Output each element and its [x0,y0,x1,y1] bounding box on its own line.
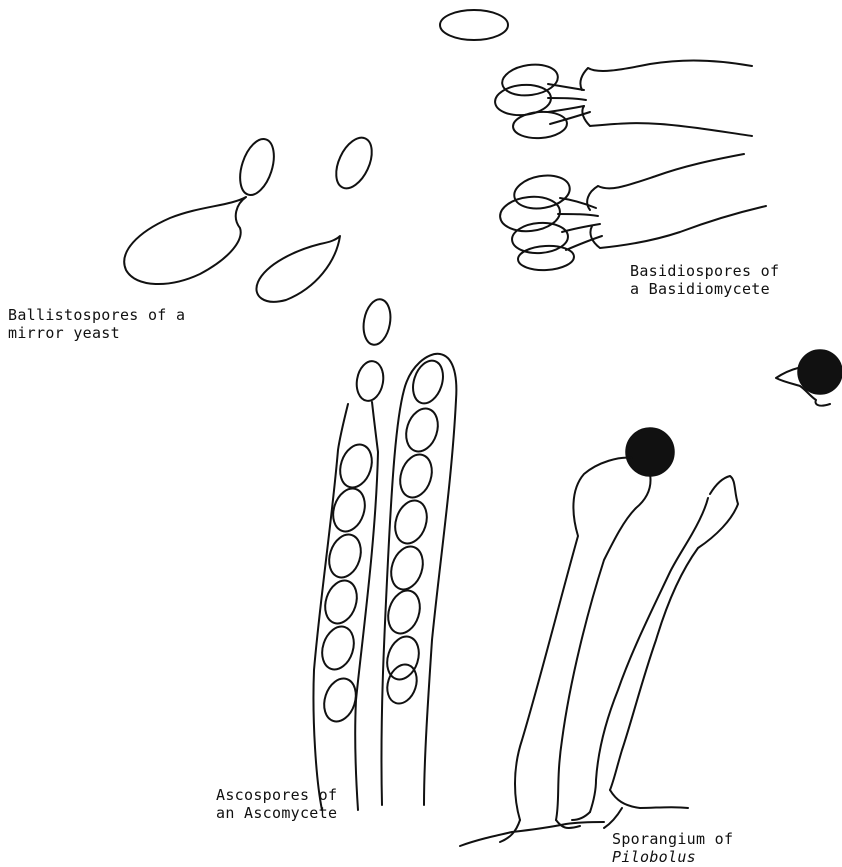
ascospore-right-7 [382,632,424,683]
basidiospore-lower-2 [498,194,561,234]
basidiospore-upper-1 [500,61,560,99]
label-ascospores-line2: an Ascomycete [216,804,337,822]
basidiospore-released [440,10,508,40]
ascus-right-spores [382,357,448,708]
basidium-lower-body [587,154,766,248]
basidium-upper-body [580,61,752,137]
ballistospore-discharged-cell [256,236,340,302]
label-ballistospores: Ballistospores of a mirror yeast [8,306,185,342]
sporangiophore-right [590,476,738,812]
basidiospore-lower-3 [511,221,569,255]
basidium-lower [498,154,766,271]
ballistospore-group [124,132,379,302]
basidiospore-group [440,10,766,271]
ascospore-right-5 [386,542,428,593]
sterigmata-lower [558,198,602,250]
discharged-sporangium [776,350,842,406]
ascospore-free-1 [360,297,394,347]
label-ballistospores-line2: mirror yeast [8,324,185,342]
ascospore-left-3 [324,530,366,581]
label-basidiospores: Basidiospores of a Basidiomycete [630,262,779,298]
ascospore-free-2 [354,359,387,403]
label-sporangium-line1: Sporangium of [612,830,733,848]
sporangium-cap [626,428,674,476]
ascospore-right-6 [383,586,425,637]
ascospore-right-4 [390,496,432,547]
label-basidiospores-line2: a Basidiomycete [630,280,779,298]
label-ballistospores-line1: Ballistospores of a [8,306,185,324]
basidium-upper [494,61,752,140]
basidiospore-lower-1 [512,171,573,212]
discharged-sporangium-cap [798,350,842,394]
pilobolus-group [460,350,842,846]
label-ascospores: Ascospores of an Ascomycete [216,786,337,822]
ballistospore-free [329,132,379,194]
label-sporangium: Sporangium of Pilobolus [612,830,733,866]
sporangiophore-left-body [515,458,650,820]
label-sporangium-line2: Pilobolus [612,848,733,866]
ascus-left-wall [313,402,378,810]
ascospore-left-5 [317,622,359,673]
label-ascospores-line1: Ascospores of [216,786,337,804]
label-basidiospores-line1: Basidiospores of [630,262,779,280]
ascospore-right-1 [408,357,448,407]
sporangiophore-left [515,428,674,820]
ascospore-left-1 [335,440,377,491]
ballistospore-upper [234,135,280,199]
ascospore-right-2 [401,404,443,455]
basidiospore-lower-4 [517,245,574,272]
ascospore-left-4 [320,576,362,627]
ascospore-group [313,297,456,810]
ascospore-right-3 [395,450,437,501]
ballistospore-mother-cell [124,197,246,284]
